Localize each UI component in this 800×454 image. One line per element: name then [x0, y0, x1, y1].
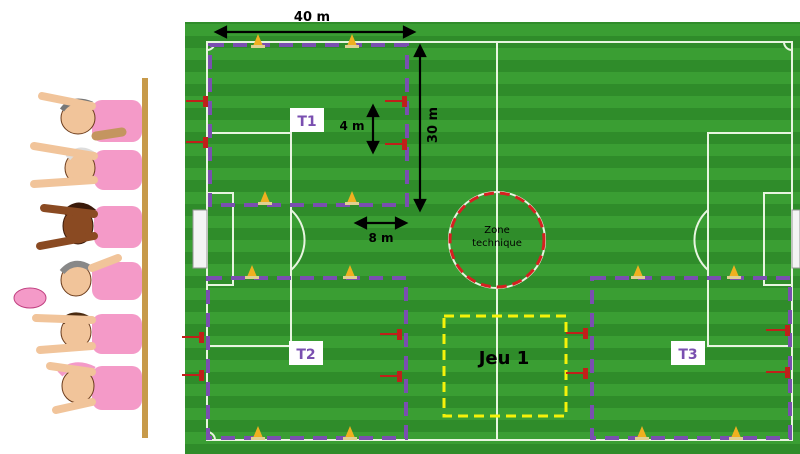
width-dimension-label: 40 m — [294, 10, 330, 25]
spectators-illustration — [14, 78, 148, 438]
t2-label: T2 — [296, 347, 315, 363]
t3-label: T3 — [678, 347, 697, 363]
height-dimension-label: 30 m — [426, 107, 441, 143]
technical-zone-label-line2: technique — [472, 238, 522, 249]
game-zone-label: Jeu 1 — [477, 348, 530, 369]
vertical-gap-label: 4 m — [339, 119, 364, 133]
horizontal-gap-label: 8 m — [368, 231, 393, 245]
t1-label: T1 — [297, 114, 316, 130]
wooden-post — [142, 78, 148, 438]
technical-zone-label-line1: Zone — [484, 225, 509, 236]
